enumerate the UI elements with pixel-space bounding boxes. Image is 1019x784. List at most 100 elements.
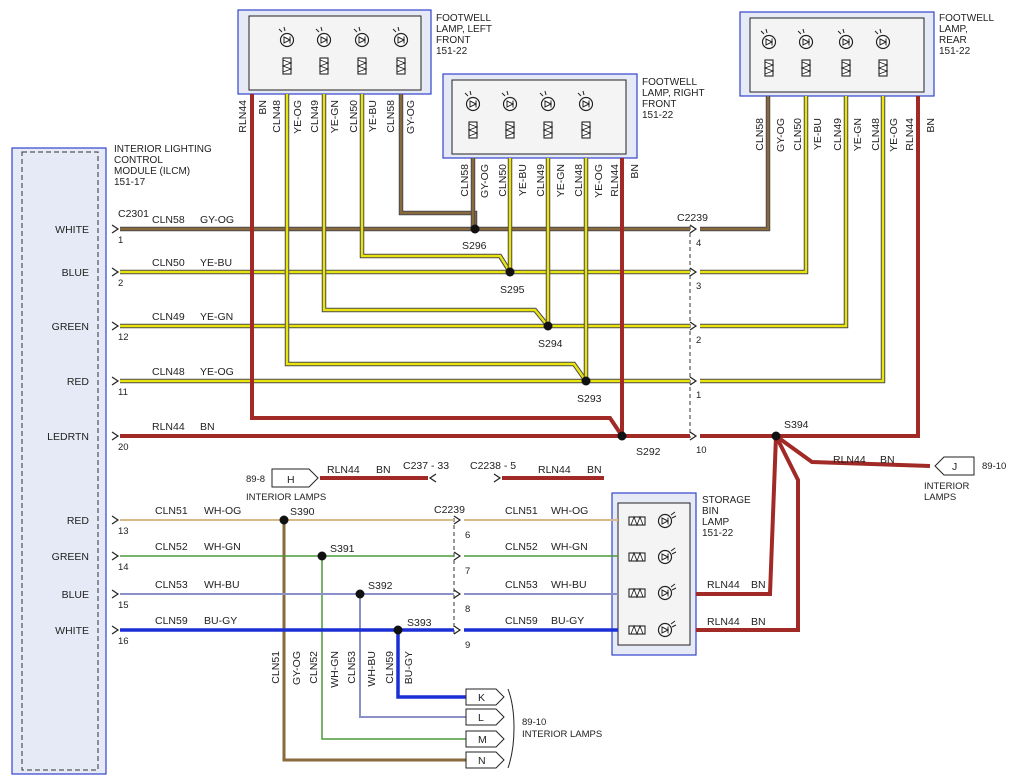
circuit-color: BU-GY xyxy=(204,615,237,627)
wire-vertical-label: RLN44 xyxy=(609,164,621,197)
wire-vertical-label: GY-OG xyxy=(291,651,303,685)
splice-label: S393 xyxy=(407,617,432,629)
circuit-name: CLN59 xyxy=(505,615,538,627)
lamp-title-line: LAMP xyxy=(702,517,730,528)
connector-label: C2238 - 5 xyxy=(470,460,516,472)
circuit-color: WH-GN xyxy=(204,541,241,553)
splice-label: S392 xyxy=(368,580,393,592)
splice-label: S292 xyxy=(636,446,661,458)
wire-vertical-label: CLN48 xyxy=(870,118,882,151)
c2239-lower-label: C2239 xyxy=(434,504,465,516)
diagram-shapes xyxy=(11,9,975,775)
lamp-title-line: LAMP, RIGHT xyxy=(642,88,705,99)
ilcm-pin-number: 11 xyxy=(118,387,128,398)
wire-cln58-white xyxy=(120,94,771,232)
ilcm-title-line: INTERIOR LIGHTING xyxy=(114,144,212,155)
c2239-pin: 8 xyxy=(465,604,470,615)
circuit-name: CLN48 xyxy=(152,366,185,378)
circuit-name: CLN53 xyxy=(155,579,188,591)
c2239-pin: 9 xyxy=(465,640,470,651)
circuit-color: YE-OG xyxy=(200,366,234,378)
ref-h-caption: INTERIOR LAMPS xyxy=(246,492,326,503)
circuit-name: CLN52 xyxy=(505,541,538,553)
lamp-title-line: FOOTWELL xyxy=(939,13,994,24)
wire-vertical-label: BU-GY xyxy=(403,651,415,684)
ref-j-caption: INTERIOR xyxy=(924,481,970,492)
circuit-color: YE-BU xyxy=(200,257,232,269)
ilcm-box xyxy=(11,147,107,775)
ilcm-pin-label: GREEN xyxy=(52,321,89,333)
lamp-title-line: REAR xyxy=(939,35,967,46)
wire-vertical-label: YE-GN xyxy=(329,100,341,133)
c2239-pin: 3 xyxy=(696,281,701,292)
circuit-color: YE-GN xyxy=(200,311,233,323)
ilcm-title-line: CONTROL xyxy=(114,155,163,166)
wire-vertical-label: YE-OG xyxy=(593,164,605,198)
wire-vertical-label: GY-OG xyxy=(479,164,491,198)
c2239-pin: 6 xyxy=(465,530,470,541)
wire-cln49-green xyxy=(120,94,849,329)
lamp-title-line: STORAGE xyxy=(702,495,751,506)
ilcm-pin-number: 14 xyxy=(118,562,129,573)
wire-vertical-label: CLN52 xyxy=(308,651,320,684)
bottom-connector-letter: L xyxy=(478,712,484,724)
circuit-color: WH-BU xyxy=(204,579,240,591)
circuit-color: BU-GY xyxy=(551,615,584,627)
wire-vertical-label: CLN58 xyxy=(459,164,471,197)
wire-vertical-label: YE-GN xyxy=(555,164,567,197)
c2239-pin: 4 xyxy=(696,238,701,249)
bottom-connector-letter: M xyxy=(478,734,487,746)
splice-label: S394 xyxy=(784,419,809,431)
wire-vertical-label: BN xyxy=(629,164,641,179)
wire-vertical-label: BN xyxy=(925,118,937,133)
circuit-name: CLN52 xyxy=(155,541,188,553)
ilcm-pin-label: LEDRTN xyxy=(47,431,89,443)
ilcm-pin-number: 16 xyxy=(118,636,129,647)
wire-vertical-label: CLN48 xyxy=(271,100,283,133)
lamp-title-line: LAMP, LEFT xyxy=(436,24,492,35)
circuit-color: WH-BU xyxy=(551,579,587,591)
bottom-connector-letter: K xyxy=(478,692,485,704)
circuit-color: BN xyxy=(880,454,895,466)
ref-h-ref: 89-8 xyxy=(246,474,265,485)
c2239-pin: 1 xyxy=(696,390,701,401)
wire-vertical-label: WH-BU xyxy=(366,651,378,687)
wire-vertical-label: CLN58 xyxy=(754,118,766,151)
wire-cln48-red xyxy=(120,94,886,384)
circuit-name: RLN44 xyxy=(707,616,740,628)
lamp-title-line: 151-22 xyxy=(436,46,468,57)
ilcm-pin-number: 1 xyxy=(118,235,123,246)
wire-vertical-label: GY-OG xyxy=(775,118,787,152)
lamp-title-line: LAMP, xyxy=(939,24,968,35)
wire-vertical-label: CLN49 xyxy=(832,118,844,151)
splice-label: S293 xyxy=(577,393,602,405)
wire-vertical-label: YE-OG xyxy=(888,118,900,152)
wire-vertical-label: CLN50 xyxy=(348,100,360,133)
circuit-name: CLN51 xyxy=(505,505,538,517)
circuit-name: CLN50 xyxy=(152,257,185,269)
ilcm-pin-label: WHITE xyxy=(55,625,89,637)
ilcm-pin-number: 13 xyxy=(118,526,129,537)
lamp-title-line: 151-22 xyxy=(642,110,674,121)
circuit-color: WH-OG xyxy=(204,505,241,517)
c2239-pin: 7 xyxy=(465,566,470,577)
wire-vertical-label: CLN50 xyxy=(792,118,804,151)
splice-label: S391 xyxy=(330,543,355,555)
circuit-color: BN xyxy=(751,616,766,628)
flag-j xyxy=(934,456,975,476)
ilcm-pin-label: RED xyxy=(67,376,90,388)
wire-vertical-label: BN xyxy=(257,100,269,115)
circuit-color: WH-OG xyxy=(551,505,588,517)
ref-h-letter: H xyxy=(287,474,295,486)
circuit-color: BN xyxy=(200,421,215,433)
ilcm-pin-number: 15 xyxy=(118,600,129,611)
lamp-title-line: 151-22 xyxy=(939,46,971,57)
circuit-name: RLN44 xyxy=(327,464,360,476)
ilcm-pin-label: BLUE xyxy=(62,589,89,601)
circuit-name: RLN44 xyxy=(833,454,866,466)
wire-vertical-label: YE-BU xyxy=(367,100,379,132)
circuit-color: GY-OG xyxy=(200,214,234,226)
circuit-name: CLN58 xyxy=(152,214,185,226)
wire-cln52 xyxy=(120,555,618,740)
